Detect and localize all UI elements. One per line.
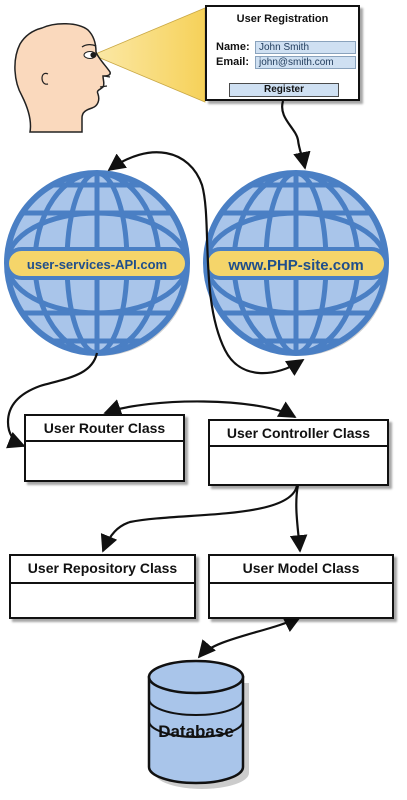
registration-form-window: User Registration Name: John Smith Email… <box>205 5 360 101</box>
user-model-class-box: User Model Class <box>208 554 394 619</box>
database-label: Database <box>158 722 234 741</box>
arrow-router-controller <box>103 399 297 418</box>
form-title: User Registration <box>236 13 329 25</box>
register-button[interactable]: Register <box>229 83 339 97</box>
site-globe-label: www.PHP-site.com <box>227 257 363 274</box>
user-router-class-box: User Router Class <box>24 414 185 482</box>
class-divider <box>210 582 392 584</box>
name-label: Name: <box>216 41 250 53</box>
arrow-api-to-router <box>6 352 99 449</box>
email-field[interactable]: john@smith.com <box>255 56 356 69</box>
name-field[interactable]: John Smith <box>255 41 356 54</box>
arrow-controller-to-model <box>289 484 308 553</box>
api-globe-label: user-services-API.com <box>27 257 167 272</box>
database-cylinder <box>147 659 249 789</box>
user-head-icon <box>14 23 111 133</box>
user-controller-class-box: User Controller Class <box>208 419 389 486</box>
view-cone <box>91 7 206 103</box>
user-repository-class-title: User Repository Class <box>27 560 178 576</box>
user-controller-class-title: User Controller Class <box>226 425 371 441</box>
class-divider <box>210 445 387 447</box>
user-model-class-title: User Model Class <box>242 560 360 576</box>
class-divider <box>26 440 183 442</box>
email-label: Email: <box>216 56 250 68</box>
class-divider <box>11 582 194 584</box>
arrow-model-database <box>197 616 302 659</box>
arrow-form-to-site <box>281 100 311 170</box>
user-repository-class-box: User Repository Class <box>9 554 196 619</box>
arrow-controller-to-repository <box>100 484 299 553</box>
arrow-site-to-api-loop <box>107 151 305 376</box>
user-router-class-title: User Router Class <box>43 420 166 436</box>
